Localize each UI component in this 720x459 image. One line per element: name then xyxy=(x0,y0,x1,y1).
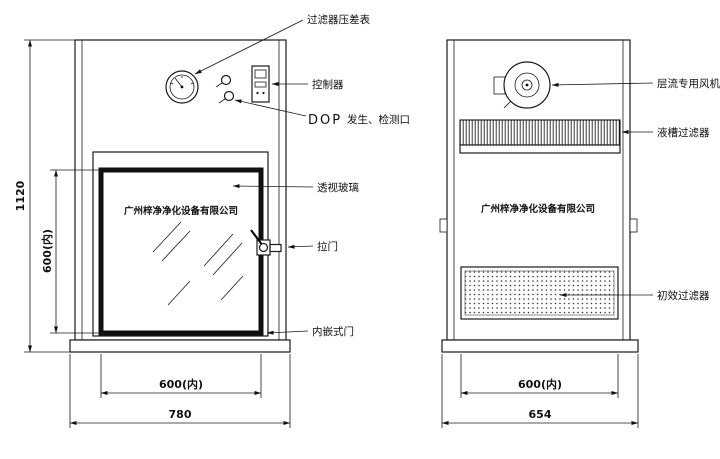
front-callouts: 过滤器压差表 控制器 DOP 发生、检测口 透视玻璃 拉门 内嵌式门 xyxy=(194,13,410,338)
front-dimensions: 1120 600(内) 600(内) 780 xyxy=(14,39,291,428)
fan-leader-line xyxy=(551,82,654,87)
gauge-label: 过滤器压差表 xyxy=(307,13,370,26)
front-base xyxy=(69,339,291,353)
side-dim-overall-width: 654 xyxy=(529,408,552,421)
door-handle xyxy=(250,229,282,256)
fan-label: 层流专用风机 xyxy=(657,77,720,90)
laminar-fan-icon xyxy=(493,61,551,109)
handle-leader-line xyxy=(287,244,314,249)
dim-inner-width: 600(内) xyxy=(159,377,203,391)
side-dimensions: 600(内) 654 xyxy=(441,354,639,428)
side-view: 广州梓净净化设备有限公司 层流专用风机 液槽过滤器 初效过滤器 600(内) xyxy=(439,39,720,428)
dop-code-label: DOP xyxy=(308,113,342,128)
handle-label: 拉门 xyxy=(317,240,338,253)
glass-leader-line xyxy=(232,184,314,189)
dim-overall-width: 780 xyxy=(169,408,192,421)
left-hinge-tab xyxy=(439,218,448,233)
front-view: 广州梓净净化设备有限公司 xyxy=(14,13,410,428)
dop-ports-icon xyxy=(215,74,235,104)
right-hinge-tab xyxy=(629,218,638,233)
glass-label: 透视玻璃 xyxy=(317,181,359,194)
primary-filter-label: 初效过滤器 xyxy=(657,289,710,302)
inset-door-leader-line xyxy=(266,330,309,335)
inset-door-label: 内嵌式门 xyxy=(312,325,354,338)
dim-inner-height: 600(内) xyxy=(40,229,54,273)
side-base xyxy=(441,339,639,353)
controller-label: 控制器 xyxy=(312,78,344,91)
side-callouts: 层流专用风机 液槽过滤器 初效过滤器 xyxy=(551,77,720,302)
pressure-gauge-icon xyxy=(165,70,199,104)
gauge-leader-line xyxy=(194,19,304,75)
controller-icon xyxy=(251,65,270,103)
primary-filter-grille xyxy=(460,266,619,320)
side-company-name: 广州梓净净化设备有限公司 xyxy=(481,203,595,215)
dop-text-label: 发生、检测口 xyxy=(347,113,410,126)
glass-reflection-lines xyxy=(152,221,244,306)
side-dim-inner-width: 600(内) xyxy=(518,377,562,391)
viewing-window-frame xyxy=(98,167,264,336)
dop-leader-line xyxy=(234,99,307,117)
front-company-name: 广州梓净净化设备有限公司 xyxy=(124,205,238,217)
dim-overall-height: 1120 xyxy=(14,180,27,211)
liquid-tank-filter xyxy=(459,119,621,154)
liquid-filter-label: 液槽过滤器 xyxy=(657,126,710,139)
